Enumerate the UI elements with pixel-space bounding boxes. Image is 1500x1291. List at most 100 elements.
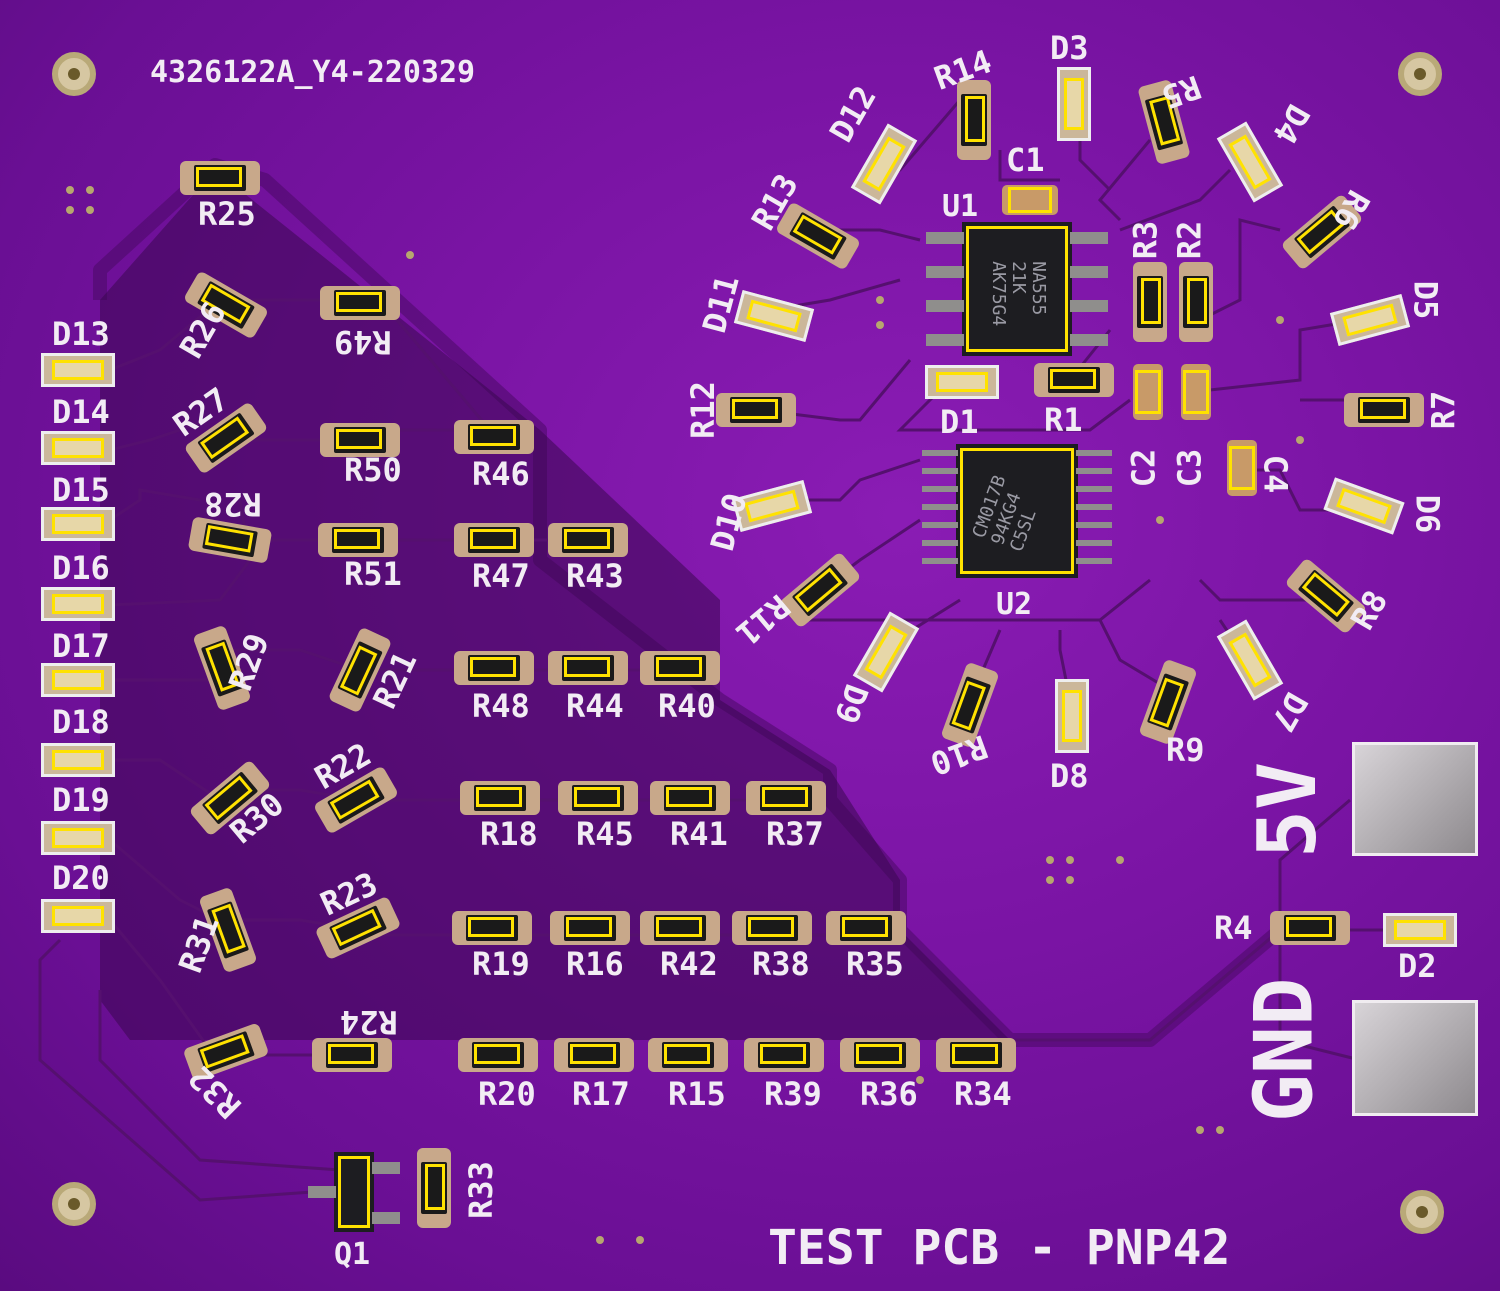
label-r19: R19 <box>472 945 530 983</box>
led-d1[interactable] <box>925 365 999 399</box>
ic-u2[interactable]: CM017B 94KG4 C5SL <box>956 444 1078 578</box>
ground-label: GND <box>1237 977 1331 1123</box>
label-d17: D17 <box>52 627 110 665</box>
mounting-hole-bottom-right <box>1400 1190 1444 1234</box>
resistor-r20[interactable] <box>458 1038 538 1072</box>
resistor-r16[interactable] <box>550 911 630 945</box>
label-r40: R40 <box>658 687 716 725</box>
resistor-r47[interactable] <box>454 523 534 557</box>
resistor-r24[interactable] <box>312 1038 392 1072</box>
resistor-r44[interactable] <box>548 651 628 685</box>
label-r25: R25 <box>198 195 256 233</box>
label-u2: U2 <box>996 587 1033 622</box>
label-d3: D3 <box>1050 29 1089 67</box>
label-d15: D15 <box>52 471 110 509</box>
led-d18[interactable] <box>41 743 115 777</box>
label-c3: C3 <box>1170 448 1209 488</box>
label-r17: R17 <box>572 1075 630 1113</box>
resistor-r46[interactable] <box>454 420 534 454</box>
ground-pad[interactable] <box>1352 1000 1478 1116</box>
resistor-r4[interactable] <box>1270 911 1350 945</box>
label-r4: R4 <box>1214 909 1253 947</box>
transistor-q1[interactable] <box>334 1152 374 1232</box>
led-d13[interactable] <box>41 353 115 387</box>
label-r44: R44 <box>566 687 624 725</box>
label-d2: D2 <box>1398 947 1437 985</box>
led-d19[interactable] <box>41 821 115 855</box>
resistor-r51[interactable] <box>318 523 398 557</box>
resistor-r15[interactable] <box>648 1038 728 1072</box>
label-r2: R2 <box>1170 220 1209 260</box>
label-r41: R41 <box>670 815 728 853</box>
resistor-r35[interactable] <box>826 911 906 945</box>
label-r45: R45 <box>576 815 634 853</box>
led-d14[interactable] <box>41 431 115 465</box>
capacitor-c4[interactable] <box>1227 440 1257 496</box>
resistor-r1[interactable] <box>1034 363 1114 397</box>
resistor-r2[interactable] <box>1179 262 1213 342</box>
label-r43: R43 <box>566 557 624 595</box>
label-c2: C2 <box>1124 448 1163 488</box>
led-d20[interactable] <box>41 899 115 933</box>
resistor-r34[interactable] <box>936 1038 1016 1072</box>
label-r49: R49 <box>334 323 392 361</box>
capacitor-c3[interactable] <box>1181 364 1211 420</box>
resistor-r25[interactable] <box>180 161 260 195</box>
label-r38: R38 <box>752 945 810 983</box>
power-pad-5v[interactable] <box>1352 742 1478 856</box>
ic-u1-marking: NA555 21K AK75G4 <box>988 261 1050 327</box>
led-d16[interactable] <box>41 587 115 621</box>
led-d8[interactable] <box>1055 679 1089 753</box>
resistor-r17[interactable] <box>554 1038 634 1072</box>
resistor-r7[interactable] <box>1344 393 1424 427</box>
label-r35: R35 <box>846 945 904 983</box>
label-r37: R37 <box>766 815 824 853</box>
capacitor-c1[interactable] <box>1002 185 1058 215</box>
resistor-r37[interactable] <box>746 781 826 815</box>
resistor-r3[interactable] <box>1133 262 1167 342</box>
resistor-r38[interactable] <box>732 911 812 945</box>
label-r28: R28 <box>204 485 262 523</box>
ic-u1[interactable]: NA555 21K AK75G4 <box>962 222 1072 356</box>
mounting-hole-bottom-left <box>52 1182 96 1226</box>
board-id-code: 4326122A_Y4-220329 <box>150 55 476 90</box>
label-r1: R1 <box>1044 401 1083 439</box>
label-r47: R47 <box>472 557 530 595</box>
resistor-r45[interactable] <box>558 781 638 815</box>
resistor-r42[interactable] <box>640 911 720 945</box>
led-d2[interactable] <box>1383 913 1457 947</box>
label-d1: D1 <box>940 403 979 441</box>
mounting-hole-top-right <box>1398 52 1442 96</box>
resistor-r48[interactable] <box>454 651 534 685</box>
label-d20: D20 <box>52 859 110 897</box>
capacitor-c2[interactable] <box>1133 364 1163 420</box>
label-d19: D19 <box>52 781 110 819</box>
resistor-r43[interactable] <box>548 523 628 557</box>
resistor-r50[interactable] <box>320 423 400 457</box>
label-r18: R18 <box>480 815 538 853</box>
led-d17[interactable] <box>41 663 115 697</box>
resistor-r12[interactable] <box>716 393 796 427</box>
resistor-r49[interactable] <box>320 286 400 320</box>
resistor-r14[interactable] <box>957 80 991 160</box>
resistor-r41[interactable] <box>650 781 730 815</box>
led-d15[interactable] <box>41 507 115 541</box>
label-d14: D14 <box>52 393 110 431</box>
label-r39: R39 <box>764 1075 822 1113</box>
resistor-r39[interactable] <box>744 1038 824 1072</box>
resistor-r36[interactable] <box>840 1038 920 1072</box>
label-r9: R9 <box>1166 731 1205 769</box>
label-q1: Q1 <box>334 1237 371 1272</box>
resistor-r40[interactable] <box>640 651 720 685</box>
mounting-hole-top-left <box>52 52 96 96</box>
led-d3[interactable] <box>1057 67 1091 141</box>
label-d13: D13 <box>52 315 110 353</box>
label-d8: D8 <box>1050 757 1089 795</box>
label-r7: R7 <box>1424 390 1463 430</box>
resistor-r19[interactable] <box>452 911 532 945</box>
label-r42: R42 <box>660 945 718 983</box>
resistor-r18[interactable] <box>460 781 540 815</box>
label-r46: R46 <box>472 455 530 493</box>
resistor-r33[interactable] <box>417 1148 451 1228</box>
